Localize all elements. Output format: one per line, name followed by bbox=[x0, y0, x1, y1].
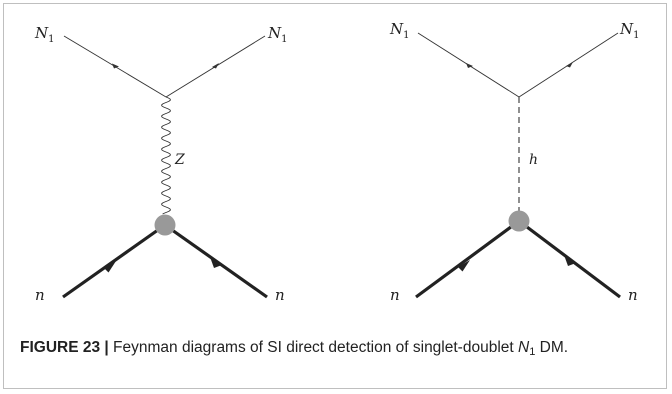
right-effective-vertex-blob bbox=[508, 210, 530, 232]
left-incoming-nucleon-arrow bbox=[104, 261, 116, 273]
h-mediator-label: h bbox=[529, 152, 538, 168]
left-top-right-label: N1 bbox=[267, 24, 288, 45]
figure-number-label: FIGURE 23 | bbox=[20, 339, 109, 356]
left-outgoing-nucleon-arrow bbox=[210, 257, 222, 268]
higgs-exchange-diagram: N1 N1 h n n bbox=[389, 20, 640, 304]
right-bottom-right-label: n bbox=[628, 286, 638, 304]
right-top-left-label: N1 bbox=[389, 20, 410, 41]
left-incoming-dm-arrow bbox=[112, 63, 119, 69]
left-incoming-nucleon-line bbox=[62, 223, 166, 299]
left-outgoing-dm-arrow bbox=[212, 63, 219, 69]
left-bottom-right-label: n bbox=[275, 286, 285, 304]
z-exchange-diagram: N1 N1 Z n n bbox=[34, 24, 288, 304]
right-bottom-left-label: n bbox=[390, 286, 400, 304]
right-outgoing-dm-arrow bbox=[566, 62, 573, 68]
right-incoming-dm-arrow bbox=[466, 63, 473, 68]
left-bottom-left-label: n bbox=[35, 286, 45, 304]
caption-text-before: Feynman diagrams of SI direct detection … bbox=[108, 339, 518, 356]
caption-symbol: N bbox=[518, 339, 530, 356]
right-top-right-label: N1 bbox=[619, 20, 640, 41]
caption-symbol-subscript: 1 bbox=[529, 346, 536, 358]
caption-text-after: DM. bbox=[535, 339, 569, 356]
right-incoming-nucleon-arrow bbox=[458, 260, 470, 272]
left-effective-vertex-blob bbox=[154, 214, 176, 236]
z-boson-propagator bbox=[161, 96, 171, 215]
z-mediator-label: Z bbox=[174, 152, 185, 168]
left-top-left-label: N1 bbox=[34, 24, 55, 45]
figure-caption: FIGURE 23 | Feynman diagrams of SI direc… bbox=[20, 337, 650, 358]
right-outgoing-nucleon-arrow bbox=[564, 255, 576, 266]
right-incoming-nucleon-line bbox=[415, 219, 520, 299]
